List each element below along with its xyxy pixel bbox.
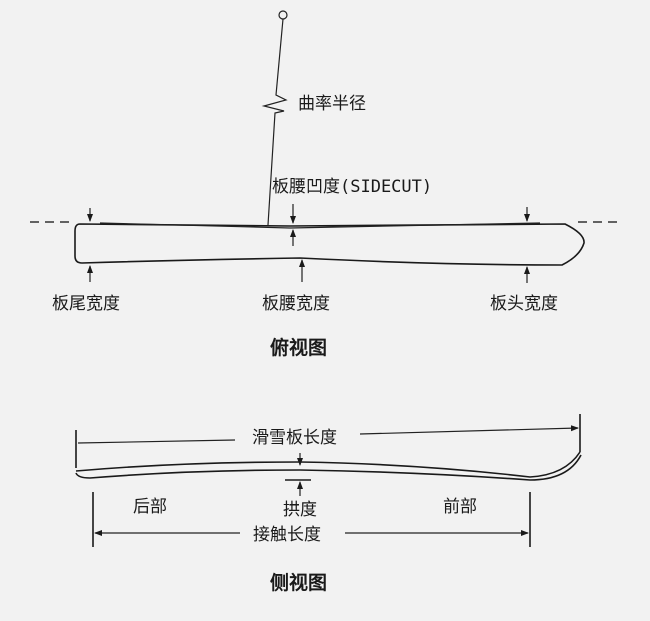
ski-outline-top-view (74, 223, 585, 266)
ski-profile-top (75, 451, 581, 478)
tail-width-label: 板尾宽度 (52, 294, 120, 314)
ski-profile-bottom (75, 454, 582, 481)
radius-center-marker (278, 10, 288, 20)
sidecut-label: 板腰凹度(SIDECUT) (272, 177, 432, 197)
radius-line (261, 18, 288, 226)
ski-length-line-left (77, 439, 236, 444)
tip-width-label: 板头宽度 (490, 294, 558, 314)
camber-label: 拱度 (283, 500, 317, 520)
sidecut-edge-line (289, 222, 541, 229)
ski-length-line-right (359, 425, 579, 435)
top-view: 曲率半径 板腰凹度(SIDECUT) 板尾宽度 板腰宽度 板头宽度 俯视图 (30, 10, 618, 359)
front-label: 前部 (443, 497, 477, 517)
side-view: 滑雪板长度 后部 拱度 前部 接触长度 侧视图 (75, 414, 582, 594)
side-view-title: 侧视图 (270, 571, 327, 594)
waist-width-label: 板腰宽度 (262, 294, 330, 314)
sidecut-edge-line (99, 222, 291, 229)
radius-label: 曲率半径 (298, 94, 366, 114)
ski-length-label: 滑雪板长度 (252, 428, 337, 448)
contact-length-label: 接触长度 (253, 525, 321, 545)
rear-label: 后部 (133, 497, 167, 517)
top-view-title: 俯视图 (270, 336, 327, 359)
